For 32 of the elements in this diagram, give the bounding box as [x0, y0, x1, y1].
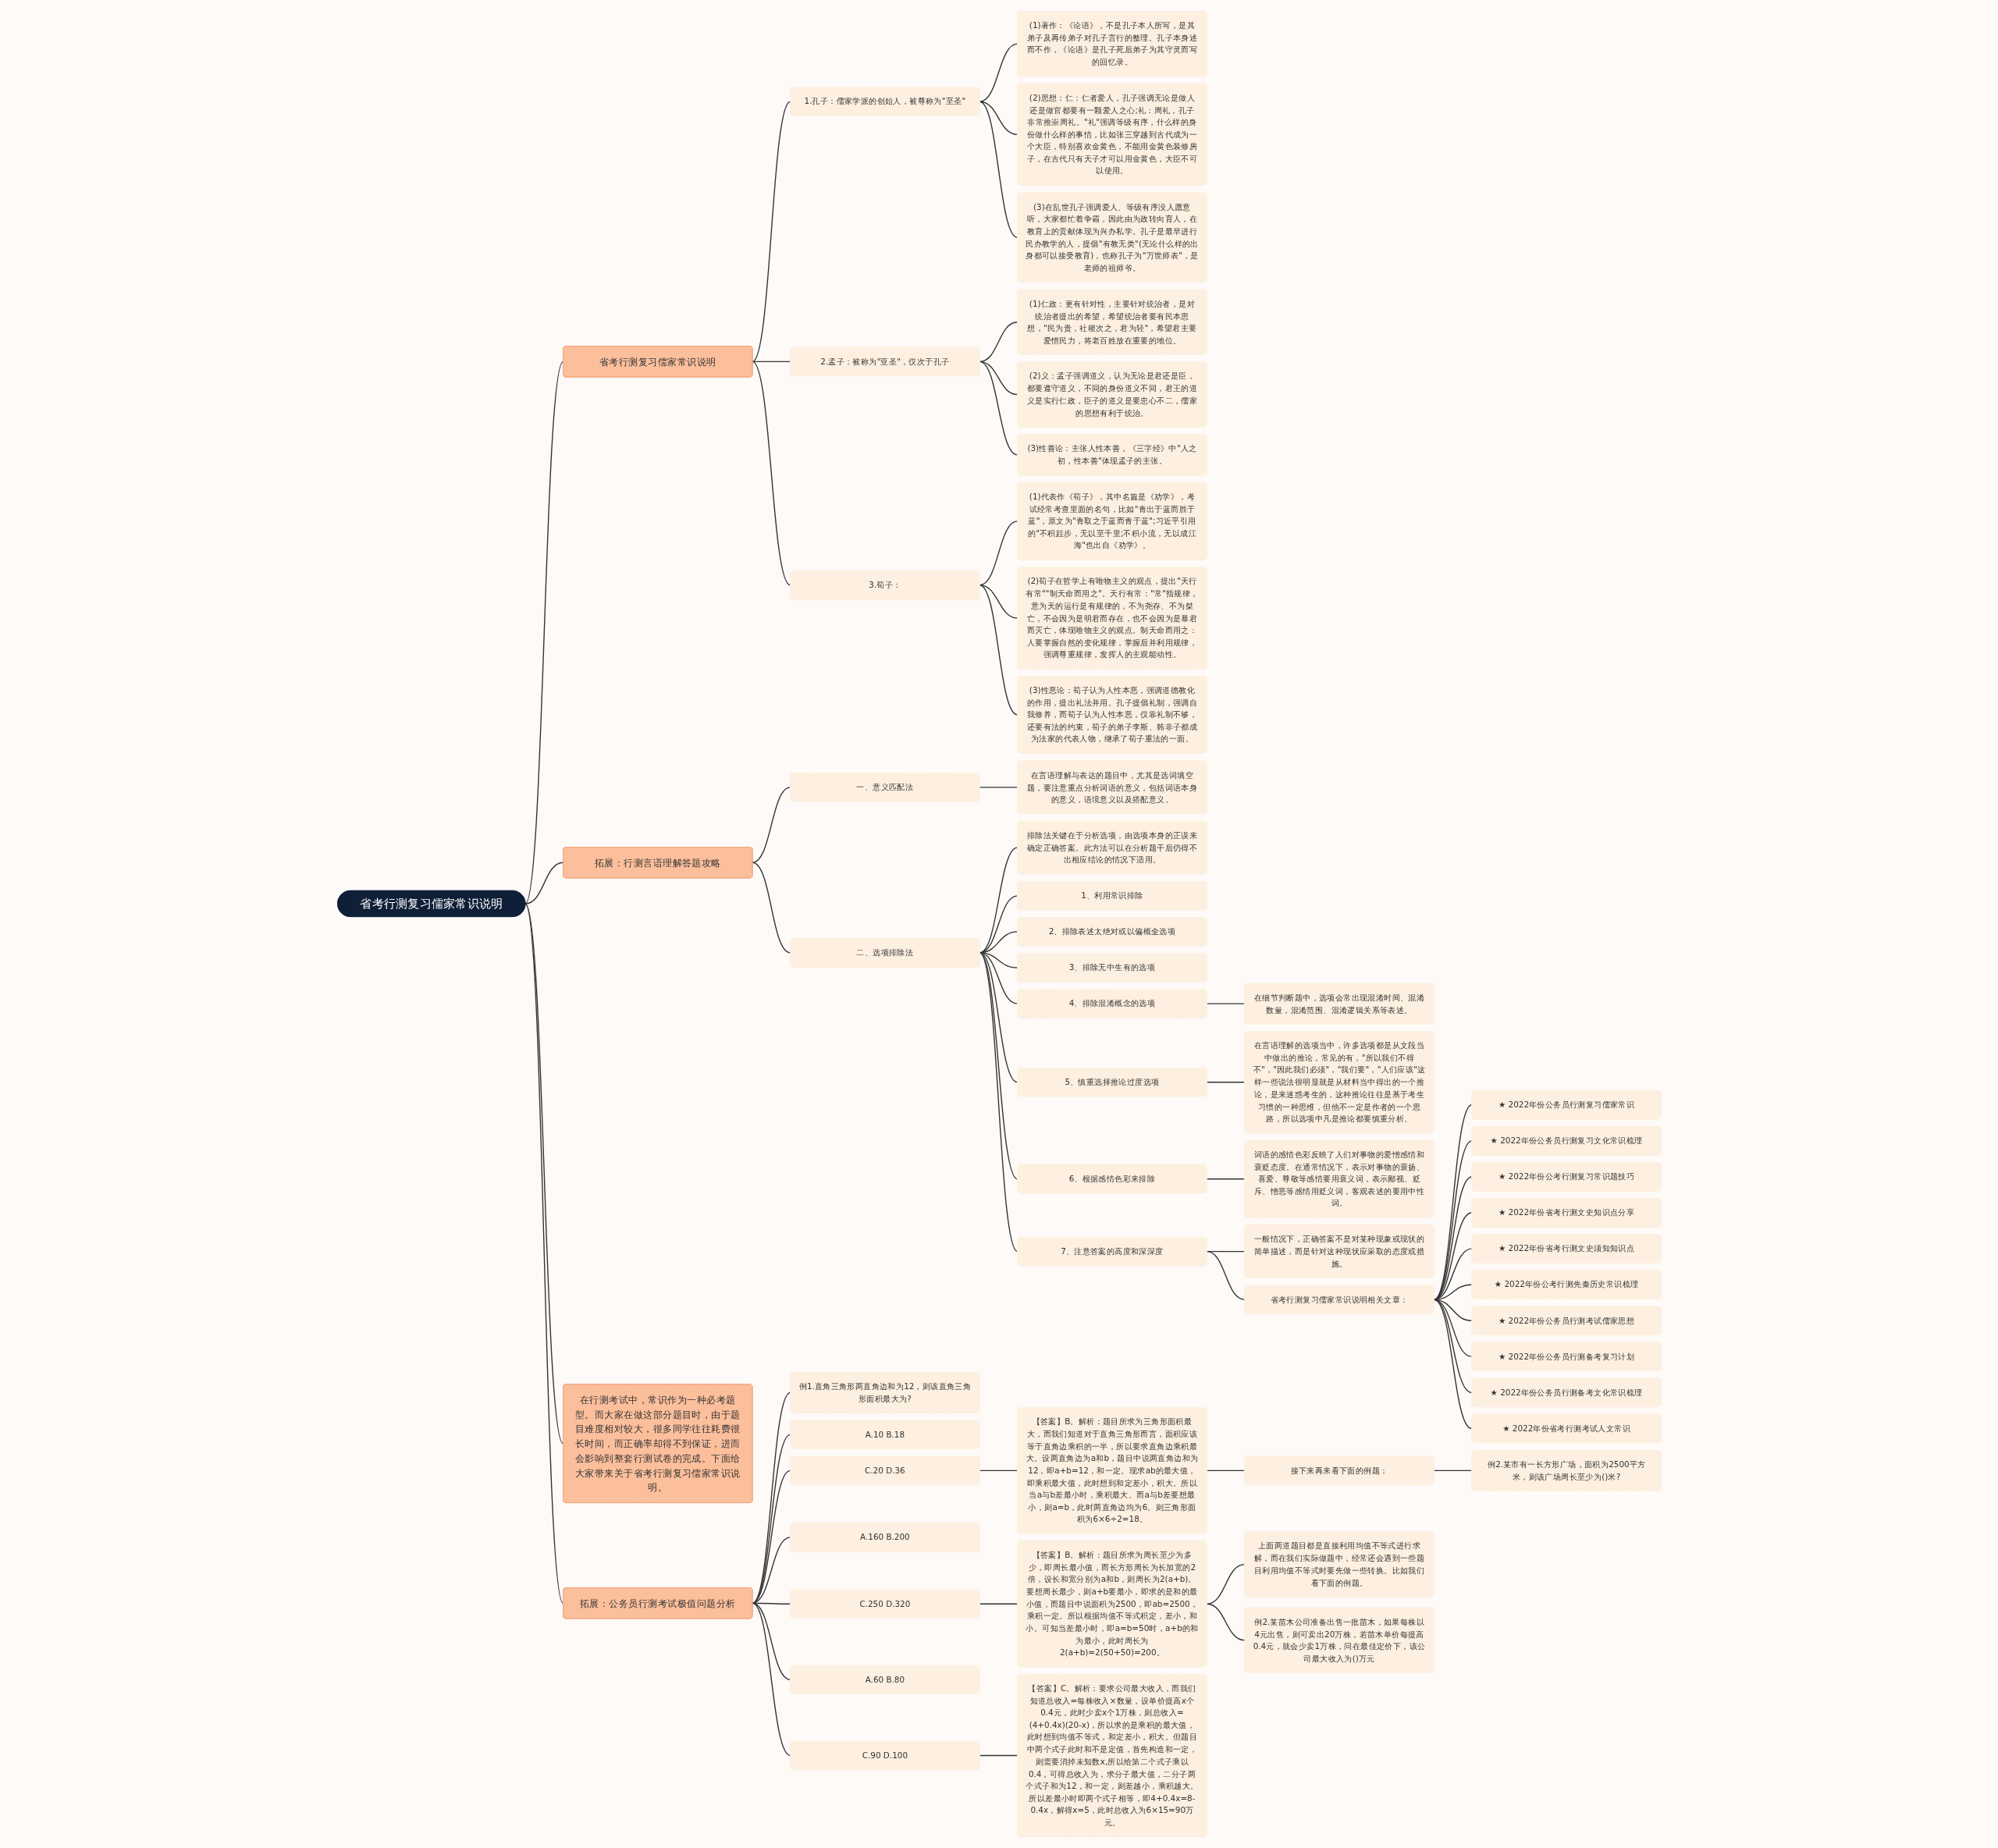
connector [1433, 1299, 1473, 1430]
connector [1206, 1250, 1245, 1301]
connector [979, 787, 1018, 788]
connector [979, 585, 1018, 619]
connector [751, 787, 791, 863]
connector [751, 1602, 791, 1757]
connector [1206, 1470, 1245, 1472]
connector [751, 361, 791, 586]
connector [979, 43, 1018, 102]
connector [524, 862, 563, 904]
connector [1433, 1140, 1473, 1301]
connector [1433, 1176, 1473, 1301]
connector [979, 1754, 1018, 1757]
connector [979, 585, 1018, 716]
connector [979, 322, 1018, 363]
connector [1206, 1003, 1245, 1004]
connector [524, 903, 563, 1604]
connector [751, 101, 791, 363]
connector [979, 952, 1018, 1253]
connector [524, 361, 563, 904]
connector [1206, 1082, 1245, 1083]
connector [1206, 1603, 1245, 1641]
connector [1433, 1104, 1473, 1301]
connector [979, 361, 1018, 456]
connector [1433, 1470, 1473, 1472]
connector [979, 1470, 1018, 1472]
connector [979, 101, 1018, 238]
connector [751, 862, 791, 954]
connector [979, 952, 1018, 1180]
connector [979, 1603, 1018, 1605]
connector [1206, 1178, 1245, 1180]
connector [1206, 1563, 1245, 1605]
